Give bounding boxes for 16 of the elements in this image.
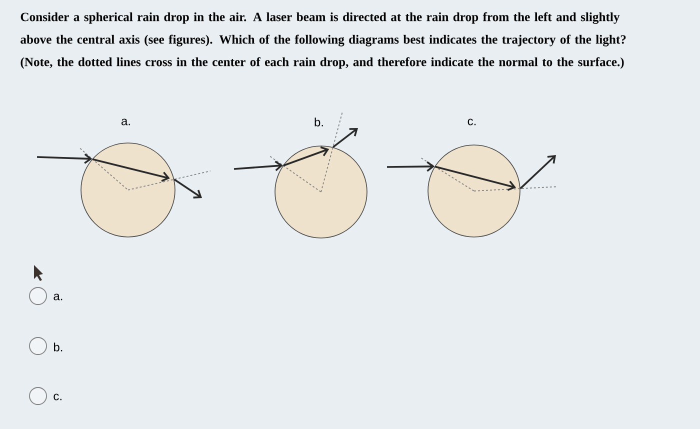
option-label: a. [54,294,62,300]
option-label: c. [54,394,62,400]
option-label: b. [54,342,62,352]
rain-drop-circle [274,146,368,238]
rain-drop-circle [80,142,176,238]
figure-label: a. [122,118,130,126]
light-ray-arrow [234,160,283,172]
question-text: Consider a spherical rain drop in the air. A laser beam is directed at the rain drop from the left and slightly above the central axis (see figures). Which of the following diagrams best indicates the trajectory of the light? (Note, the dotted lines cross in the center of each rain drop, and therefore indicate the normal to the surface.) [20,12,626,69]
light-ray-arrow [36,153,92,164]
light-ray-arrow [174,178,202,198]
light-ray-arrow [387,161,435,172]
figure-label: b. [314,118,323,126]
light-ray-arrow [520,155,556,190]
light-ray-arrow [332,128,358,148]
figure-label: c. [468,118,476,126]
rain-drop-circle [428,144,520,238]
